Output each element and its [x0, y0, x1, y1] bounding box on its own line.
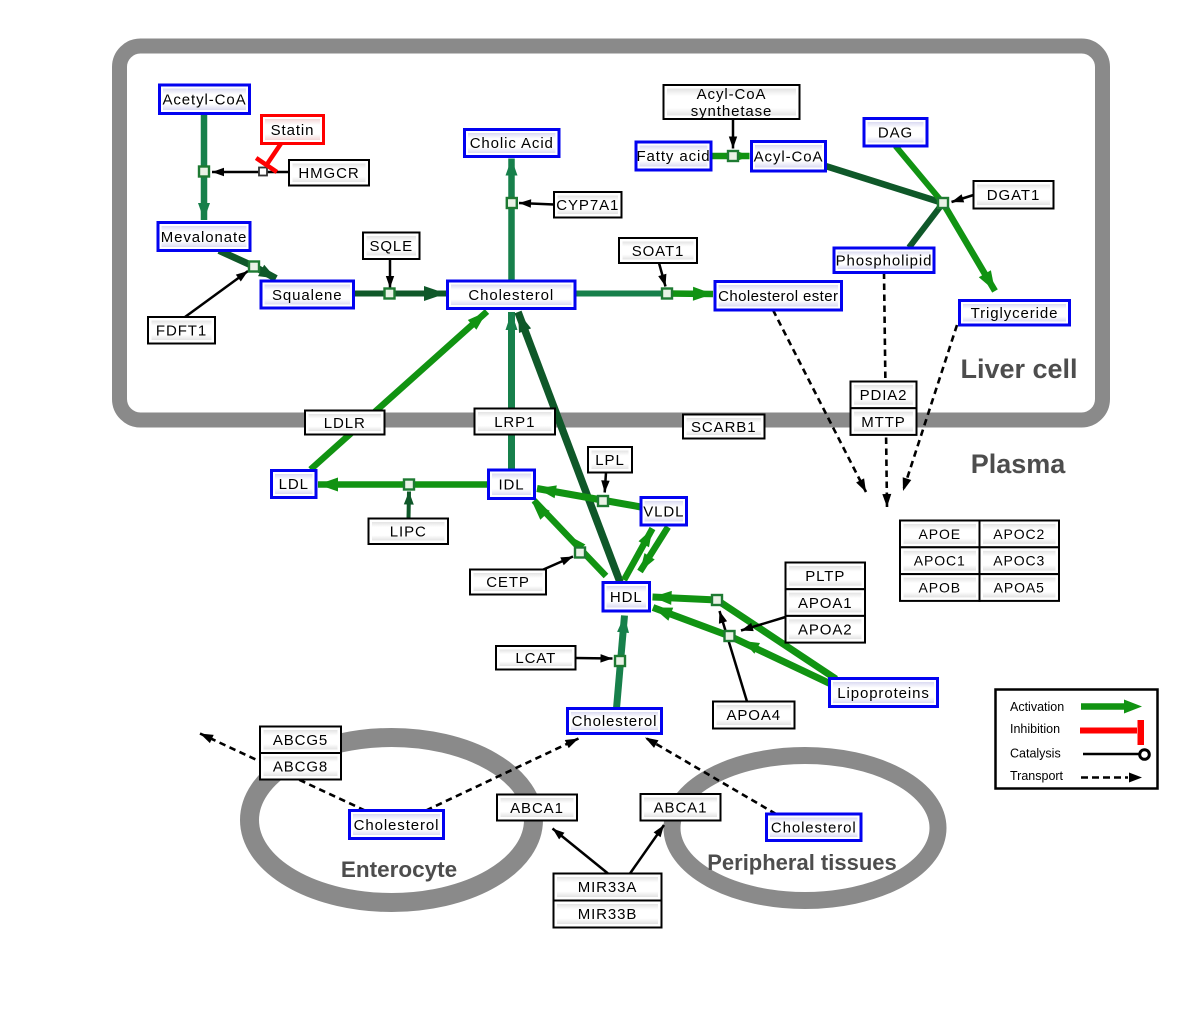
svg-text:LCAT: LCAT — [515, 650, 556, 667]
svg-text:Activation: Activation — [1010, 700, 1064, 714]
svg-text:IDL: IDL — [498, 477, 524, 494]
svg-text:Enterocyte: Enterocyte — [341, 857, 457, 882]
svg-text:APOA1: APOA1 — [798, 595, 853, 612]
svg-text:Statin: Statin — [271, 122, 315, 139]
svg-text:HMGCR: HMGCR — [298, 165, 359, 182]
svg-text:LPL: LPL — [595, 452, 624, 469]
svg-text:HDL: HDL — [610, 589, 643, 606]
svg-text:Catalysis: Catalysis — [1010, 747, 1061, 761]
svg-text:APOA4: APOA4 — [726, 707, 781, 724]
svg-text:APOA5: APOA5 — [994, 579, 1045, 595]
svg-text:PLTP: PLTP — [805, 568, 845, 585]
svg-text:ABCG8: ABCG8 — [273, 759, 328, 776]
svg-text:FDFT1: FDFT1 — [156, 323, 207, 340]
svg-text:MIR33A: MIR33A — [578, 879, 638, 896]
svg-text:LDLR: LDLR — [324, 415, 366, 432]
svg-text:APOA2: APOA2 — [798, 622, 853, 639]
svg-text:Cholic Acid: Cholic Acid — [470, 135, 554, 152]
svg-text:Lipoproteins: Lipoproteins — [837, 685, 930, 702]
svg-text:DGAT1: DGAT1 — [987, 187, 1040, 204]
svg-text:Phospholipid: Phospholipid — [836, 253, 933, 270]
svg-text:ABCA1: ABCA1 — [654, 800, 708, 817]
svg-text:PDIA2: PDIA2 — [860, 387, 908, 404]
svg-text:Fatty acid: Fatty acid — [636, 148, 710, 165]
svg-text:LDL: LDL — [279, 476, 309, 493]
svg-text:Liver cell: Liver cell — [960, 354, 1077, 384]
svg-text:MTTP: MTTP — [861, 414, 905, 431]
svg-text:Acyl-CoA: Acyl-CoA — [754, 149, 824, 166]
svg-text:APOE: APOE — [918, 526, 961, 542]
svg-text:CYP7A1: CYP7A1 — [556, 197, 619, 214]
svg-text:Acetyl-CoA: Acetyl-CoA — [162, 92, 246, 109]
svg-text:Mevalonate: Mevalonate — [161, 229, 248, 246]
svg-text:Acyl-CoA: Acyl-CoA — [697, 86, 767, 103]
svg-text:synthetase: synthetase — [691, 103, 773, 120]
svg-text:Cholesterol: Cholesterol — [572, 713, 658, 730]
svg-text:SCARB1: SCARB1 — [691, 419, 756, 436]
svg-text:Plasma: Plasma — [971, 449, 1067, 479]
svg-text:Peripheral tissues: Peripheral tissues — [707, 850, 897, 875]
svg-text:Triglyceride: Triglyceride — [971, 305, 1059, 322]
svg-text:Cholesterol: Cholesterol — [354, 817, 440, 834]
svg-text:SQLE: SQLE — [369, 238, 413, 255]
svg-text:Cholesterol: Cholesterol — [771, 820, 857, 837]
svg-text:MIR33B: MIR33B — [578, 906, 638, 923]
svg-text:SOAT1: SOAT1 — [632, 243, 685, 260]
svg-text:APOC1: APOC1 — [914, 553, 966, 569]
svg-text:APOC3: APOC3 — [993, 553, 1045, 569]
svg-text:Inhibition: Inhibition — [1010, 722, 1060, 736]
svg-text:Cholesterol ester: Cholesterol ester — [718, 288, 838, 305]
svg-text:VLDL: VLDL — [643, 504, 684, 521]
svg-text:ABCG5: ABCG5 — [273, 732, 328, 749]
svg-text:APOC2: APOC2 — [993, 526, 1045, 542]
svg-text:Transport: Transport — [1010, 769, 1064, 783]
svg-text:Squalene: Squalene — [272, 287, 343, 304]
svg-text:DAG: DAG — [878, 125, 913, 142]
svg-text:APOB: APOB — [918, 579, 961, 595]
svg-text:ABCA1: ABCA1 — [510, 800, 564, 817]
svg-text:LIPC: LIPC — [390, 524, 427, 541]
svg-text:CETP: CETP — [486, 574, 530, 591]
svg-text:LRP1: LRP1 — [494, 414, 535, 431]
svg-text:Cholesterol: Cholesterol — [468, 287, 554, 304]
